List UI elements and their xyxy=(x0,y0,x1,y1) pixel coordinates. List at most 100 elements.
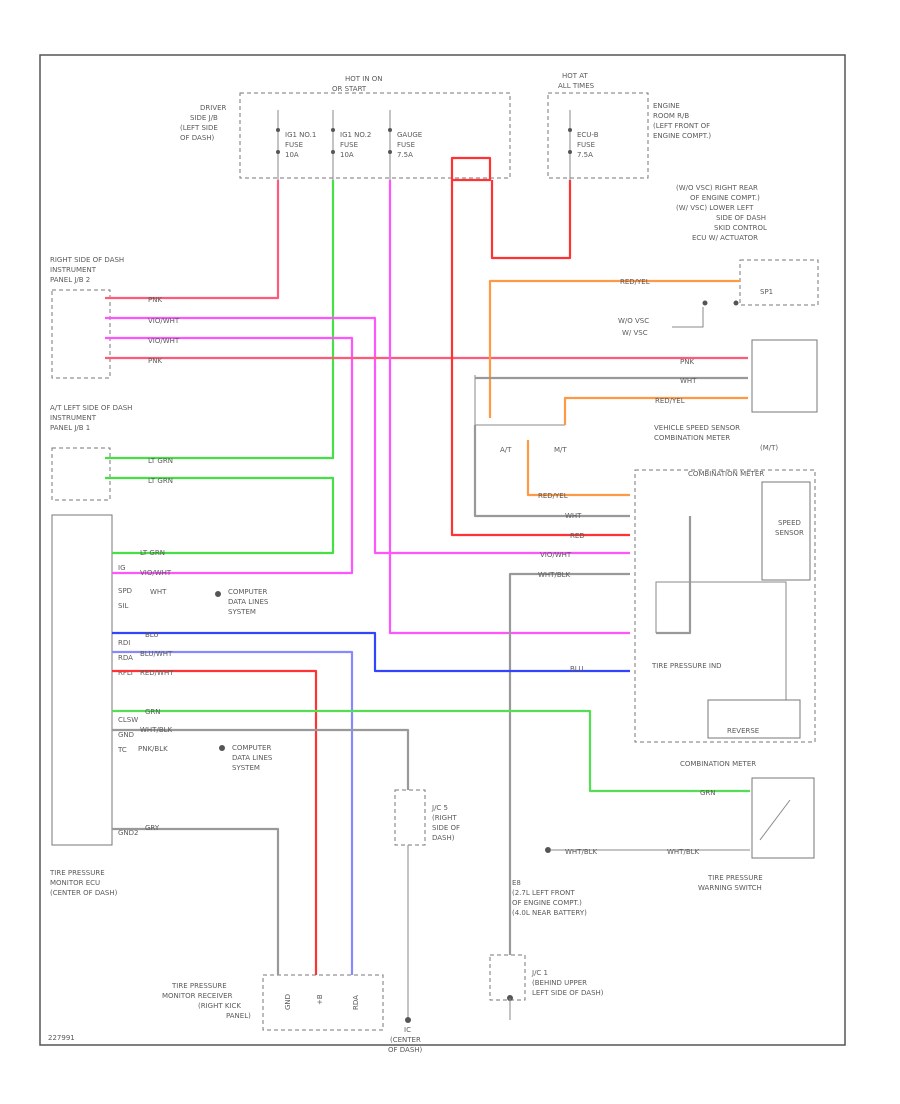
ip2-line-1: RIGHT SIDE OF DASH xyxy=(50,256,124,264)
engine-room-rb-box xyxy=(547,92,649,179)
ecu-pin-rda: RDA xyxy=(118,654,133,662)
vss-line-3: (M/T) xyxy=(760,444,778,452)
ground-ic-line-2: (CENTER xyxy=(390,1036,421,1044)
e8-line-4: (4.0L NEAR BATTERY) xyxy=(512,909,587,917)
speed-sensor-internal-box xyxy=(761,481,811,581)
wire-code-whtblk-4: WHT/BLK xyxy=(667,848,700,856)
wire-gray-whtblk xyxy=(508,572,630,955)
jc1-line-2: (BEHIND UPPER xyxy=(532,979,587,987)
vsc-branch-line xyxy=(672,307,704,328)
ecu-pin-rfli: RFLI xyxy=(118,669,133,677)
svg-text:10A: 10A xyxy=(285,151,299,159)
wire-red-gauge xyxy=(450,156,630,537)
wire-gray-wht-2 xyxy=(473,425,630,518)
wire-group xyxy=(105,156,750,975)
wire-code-wht-2: WHT xyxy=(680,377,697,385)
computer-data-2-line-3: SYSTEM xyxy=(232,764,260,772)
ecu-pin-clsw: CLSW xyxy=(118,716,138,724)
ecu-pin-spd: SPD xyxy=(118,587,132,595)
wire-code-viowht-4: VIO/WHT xyxy=(540,551,572,559)
driver-jb-line-2: SIDE J/B xyxy=(190,114,218,122)
wire-code-whtblk-1: WHT/BLK xyxy=(140,726,173,734)
wire-viowht-2 xyxy=(105,336,354,575)
data-line-connector-1 xyxy=(215,591,221,597)
svg-text:10A: 10A xyxy=(340,151,354,159)
receiver-line-3: (RIGHT KICK xyxy=(198,1002,241,1010)
ecu-pin-ig: IG xyxy=(118,564,126,572)
jc5-line-3: SIDE OF xyxy=(432,824,460,832)
speed-sensor-text-1: SPEED xyxy=(778,519,801,527)
wire-code-pnk-2: PNK xyxy=(148,357,162,365)
hot-run-label: HOT IN ON xyxy=(345,75,383,83)
wire-grn xyxy=(112,709,750,793)
computer-data-2-line-1: COMPUTER xyxy=(232,744,271,752)
fuse-ig1-no1: IG1 NO.1 FUSE 10A xyxy=(276,110,316,180)
wire-ltgrn-ig1no2 xyxy=(105,180,335,460)
wire-vio-gauge xyxy=(388,180,630,635)
wo-vsc-label: W/O VSC xyxy=(618,317,649,325)
driver-side-jb-box xyxy=(239,92,511,179)
engine-rb-line-3: (LEFT FRONT OF xyxy=(653,122,710,130)
at-mt-splice xyxy=(474,375,565,426)
ip-jb1-box xyxy=(51,447,111,501)
at-label: A/T xyxy=(500,446,512,454)
wire-code-redwht-1: RED/WHT xyxy=(140,669,174,677)
wire-code-pnk-1: PNK xyxy=(148,296,162,304)
vsc-note-5: SKID CONTROL xyxy=(714,224,767,232)
svg-text:IG1 NO.2: IG1 NO.2 xyxy=(340,131,371,139)
ecu-pin-rdi: RDI xyxy=(118,639,130,647)
ecu-pin-gnd: GND xyxy=(118,731,134,739)
wire-gray-meter xyxy=(656,516,692,635)
wire-orange-mt xyxy=(563,396,748,425)
speed-sensor-text-2: SENSOR xyxy=(775,529,804,537)
computer-data-2-line-2: DATA LINES xyxy=(232,754,273,762)
ecu-pin-sil: SIL xyxy=(118,602,129,610)
wire-code-viowht-3: VIO/WHT xyxy=(140,569,172,577)
ecu-pin-gnd2: GND2 xyxy=(118,829,139,837)
ip1-line-3: PANEL J/B 1 xyxy=(50,424,90,432)
combo-meter-title: COMBINATION METER xyxy=(688,470,764,478)
receiver-pin-b: +B xyxy=(316,994,324,1005)
tpms-ecu-line-1: TIRE PRESSURE xyxy=(49,869,105,877)
jc1-line-3: LEFT SIDE OF DASH) xyxy=(532,989,604,997)
vsc-note-1: (W/O VSC) RIGHT REAR xyxy=(676,184,758,192)
vss-line-1: VEHICLE SPEED SENSOR xyxy=(654,424,740,432)
computer-data-1-line-2: DATA LINES xyxy=(228,598,269,606)
wire-whtblk-ecu xyxy=(112,728,410,790)
ecu-pin-tc: TC xyxy=(117,746,127,754)
wire-code-redyel-1: RED/YEL xyxy=(620,278,650,286)
driver-jb-line-1: DRIVER xyxy=(200,104,227,112)
computer-data-1-line-3: SYSTEM xyxy=(228,608,256,616)
wire-code-viowht-1: VIO/WHT xyxy=(148,317,180,325)
tpms-ecu-line-3: (CENTER OF DASH) xyxy=(50,889,118,897)
mt-label: M/T xyxy=(554,446,567,454)
w-vsc-label: W/ VSC xyxy=(622,329,648,337)
ground-ic-line-3: OF DASH) xyxy=(388,1046,423,1054)
ip1-line-2: INSTRUMENT xyxy=(50,414,97,422)
wire-code-redyel-3: RED/YEL xyxy=(538,492,568,500)
jc1-line-1: J/C 1 xyxy=(531,969,548,977)
jc5-box xyxy=(394,789,426,846)
fuse-gauge: GAUGE FUSE 7.5A xyxy=(388,110,422,180)
svg-text:IG1 NO.1: IG1 NO.1 xyxy=(285,131,316,139)
ip2-line-2: INSTRUMENT xyxy=(50,266,97,274)
wire-code-ltgrn-2: LT GRN xyxy=(148,477,173,485)
diagram-frame xyxy=(39,54,846,1046)
wire-pnk-ig1-top xyxy=(105,180,280,300)
receiver-line-1: TIRE PRESSURE xyxy=(171,982,227,990)
vsc-note-2: OF ENGINE COMPT.) xyxy=(690,194,760,202)
jc5-line-2: (RIGHT xyxy=(432,814,457,822)
fuse-ecu-b: ECU-B FUSE 7.5A xyxy=(568,110,599,180)
svg-text:GAUGE: GAUGE xyxy=(397,131,422,139)
reverse-box xyxy=(707,699,801,739)
receiver-pin-rda: RDA xyxy=(352,995,360,1010)
wire-code-viowht-2: VIO/WHT xyxy=(148,337,180,345)
sp1-label: SP1 xyxy=(760,288,773,296)
wire-code-wht-1: WHT xyxy=(150,588,167,596)
speed-sensor-box xyxy=(751,339,818,413)
jc5-line-1: J/C 5 xyxy=(431,804,448,812)
hot-at-label: HOT AT xyxy=(562,72,589,80)
wire-redwht xyxy=(112,669,318,975)
